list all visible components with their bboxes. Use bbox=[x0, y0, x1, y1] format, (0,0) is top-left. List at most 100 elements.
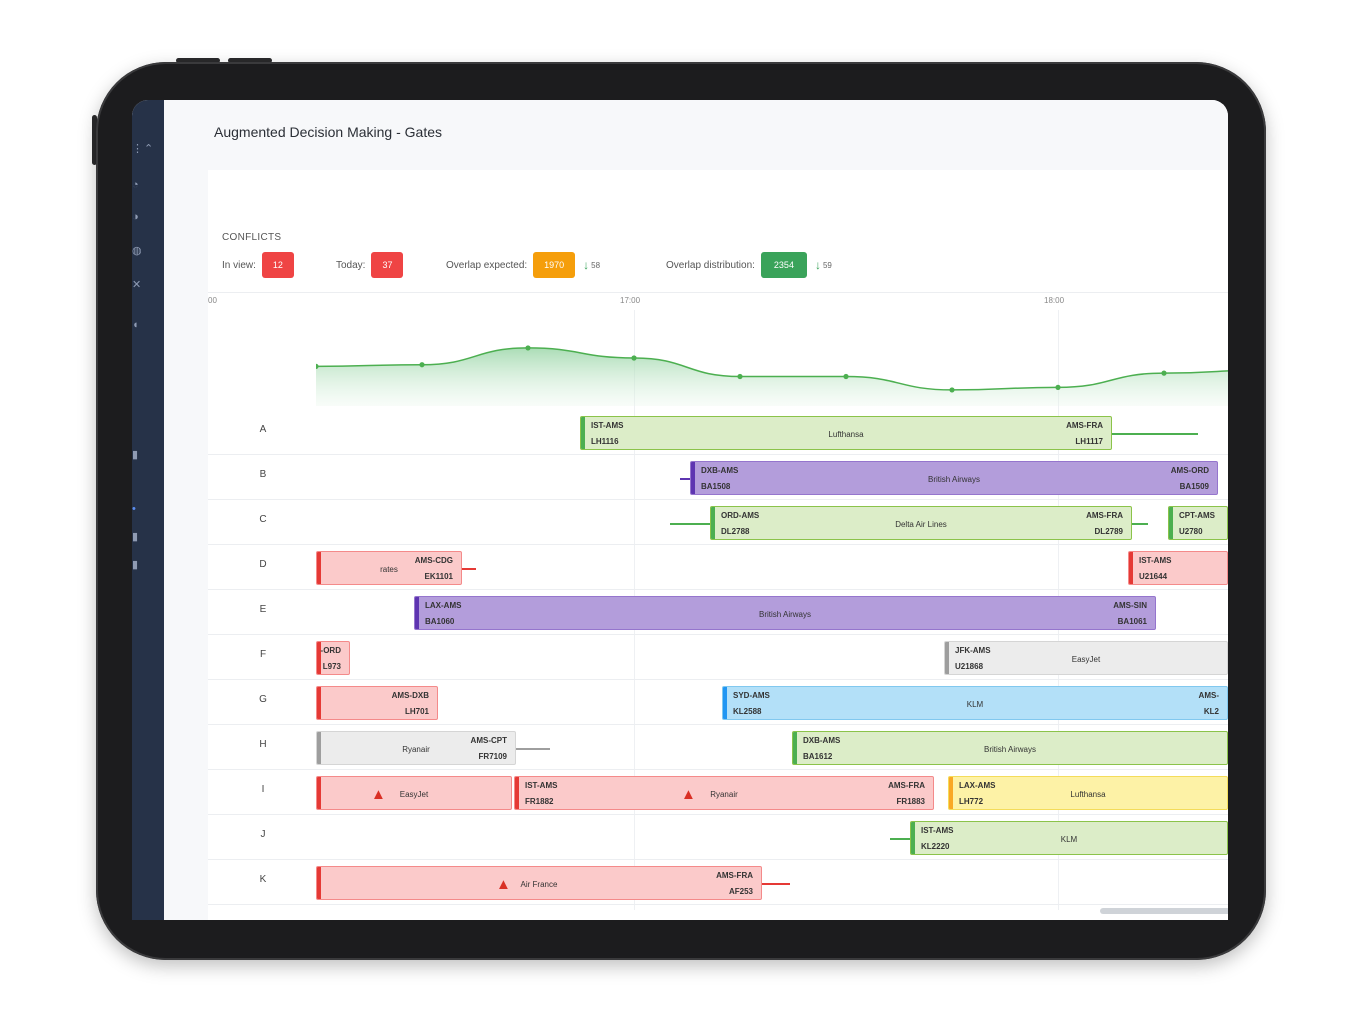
airline-name: KLM bbox=[1060, 835, 1078, 844]
chart-point bbox=[843, 373, 849, 380]
row-divider bbox=[208, 724, 1228, 725]
info-icon[interactable]: ◖ bbox=[132, 319, 139, 331]
gate-label: D bbox=[259, 559, 267, 570]
chart-point bbox=[949, 387, 955, 393]
flight-bar-edge bbox=[1169, 507, 1173, 539]
flight-bar-edge bbox=[317, 687, 321, 719]
warning-icon: ▲ bbox=[371, 786, 386, 803]
outbound-flight: LH1117 bbox=[1075, 437, 1103, 446]
flight-bar[interactable]: EasyJet ▲ bbox=[316, 776, 512, 810]
airline-name: EasyJet bbox=[1071, 655, 1101, 664]
turnaround-connector bbox=[1132, 523, 1148, 525]
outbound-flight: BA1509 bbox=[1179, 482, 1209, 491]
outbound-flight: LH701 bbox=[404, 707, 429, 716]
chart-point bbox=[737, 373, 743, 380]
overlap-distribution-badge[interactable]: 2354 bbox=[760, 252, 807, 278]
outbound-route: AMS-FRA bbox=[1066, 421, 1103, 430]
turnaround-connector bbox=[462, 568, 476, 570]
inbound-route: LAX-AMS bbox=[959, 781, 996, 790]
turnaround-connector bbox=[670, 523, 710, 525]
airline-name: rates bbox=[380, 565, 398, 574]
row-divider bbox=[208, 679, 1228, 680]
overlap-expected-badge[interactable]: 1970 bbox=[533, 252, 576, 278]
flight-bar[interactable]: IST-AMS U21644 bbox=[1128, 551, 1228, 585]
gate-label: A bbox=[259, 424, 267, 435]
warning-icon: ▲ bbox=[496, 876, 511, 893]
row-divider bbox=[208, 454, 1228, 455]
outbound-flight: BA1061 bbox=[1117, 617, 1147, 626]
flight-bar-edge bbox=[949, 777, 953, 809]
chart-point bbox=[631, 355, 637, 361]
overlap-distribution-label: Overlap distribution: bbox=[666, 259, 755, 271]
tool-icon-2[interactable]: • bbox=[132, 503, 136, 515]
turnaround-connector bbox=[516, 748, 550, 750]
time-tick: 17:00 bbox=[620, 296, 641, 305]
row-divider bbox=[208, 769, 1228, 770]
overlap-line bbox=[316, 347, 1228, 391]
inbound-route: LAX-AMS bbox=[425, 601, 462, 610]
inbound-route: DXB-AMS bbox=[701, 466, 739, 475]
conflicts-overlap-distribution: Overlap distribution: 2354 ↓ 59 bbox=[666, 252, 832, 278]
airline-name: Ryanair bbox=[710, 790, 738, 799]
inbound-flight: U2780 bbox=[1179, 527, 1203, 536]
outbound-flight: EK1101 bbox=[424, 572, 453, 581]
horizontal-scrollbar[interactable] bbox=[1100, 908, 1228, 914]
flight-bar-edge bbox=[317, 642, 321, 674]
outbound-route: AMS-FRA bbox=[716, 871, 753, 880]
gate-label: I bbox=[261, 784, 265, 795]
airline-name: EasyJet bbox=[399, 790, 429, 799]
gate-icon[interactable]: ◑ bbox=[132, 211, 139, 223]
flight-bar-edge bbox=[317, 732, 321, 764]
inbound-flight: U21868 bbox=[955, 662, 984, 671]
settings-icon[interactable]: ◍ bbox=[132, 245, 142, 257]
inbound-flight: LH772 bbox=[959, 797, 984, 806]
tool-icon[interactable]: ▮ bbox=[132, 449, 139, 461]
turnaround-connector bbox=[680, 478, 690, 480]
flight-bar-edge bbox=[415, 597, 419, 629]
outbound-flight: FR7109 bbox=[478, 752, 507, 761]
chart-point bbox=[419, 362, 425, 368]
flight-bar-edge bbox=[1129, 552, 1133, 584]
arrow-down-icon: ↓ bbox=[814, 258, 821, 272]
today-badge[interactable]: 37 bbox=[371, 252, 404, 278]
gate-label: H bbox=[259, 739, 267, 750]
row-divider bbox=[208, 814, 1228, 815]
user-icon[interactable]: ✕ bbox=[132, 279, 142, 291]
tool-icon-4[interactable]: ▮ bbox=[132, 559, 139, 571]
row-divider bbox=[208, 589, 1228, 590]
dashboard-icon[interactable]: ◔ bbox=[132, 179, 139, 191]
gate-label: G bbox=[259, 694, 267, 705]
chart-point bbox=[1055, 384, 1061, 390]
inbound-flight: KL2588 bbox=[733, 707, 762, 716]
power-button bbox=[92, 115, 97, 165]
flight-bar-edge bbox=[793, 732, 797, 764]
warning-icon: ▲ bbox=[681, 786, 696, 803]
flight-bar-edge bbox=[711, 507, 715, 539]
inbound-flight: U21644 bbox=[1139, 572, 1168, 581]
conflicts-in-view: In view: 12 bbox=[222, 252, 294, 278]
expand-icon[interactable]: ⋮ bbox=[132, 143, 143, 155]
tool-icon-3[interactable]: ▮ bbox=[132, 531, 139, 543]
flight-bar-edge bbox=[911, 822, 915, 854]
in-view-badge[interactable]: 12 bbox=[261, 252, 294, 278]
chart-point bbox=[1161, 370, 1167, 376]
inbound-route: IST-AMS bbox=[1139, 556, 1172, 565]
collapse-chevron-icon[interactable]: ⌃ bbox=[144, 143, 154, 155]
turnaround-connector bbox=[762, 883, 790, 885]
